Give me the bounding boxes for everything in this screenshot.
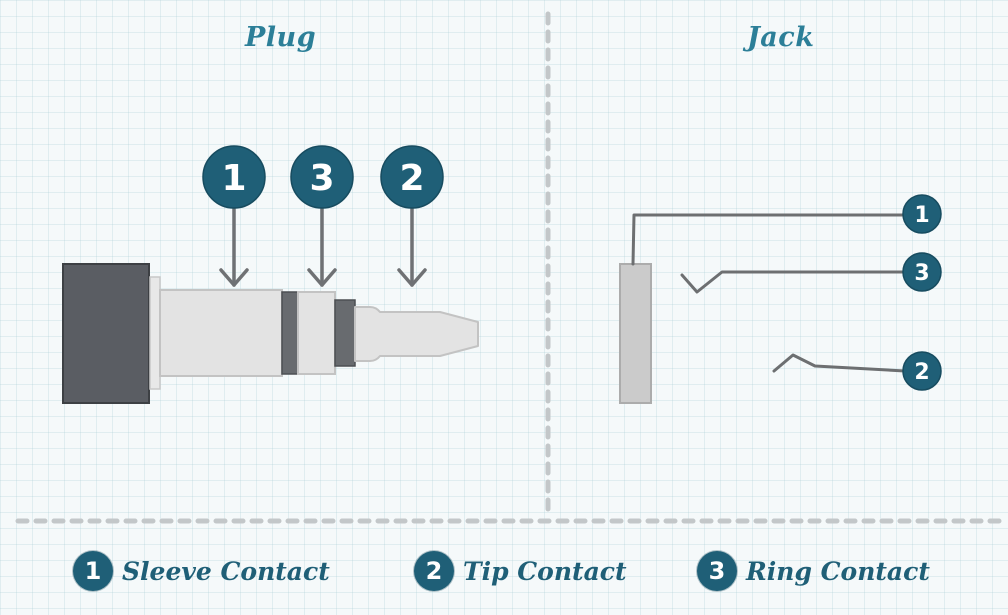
jack-wire-sleeve	[631, 213, 907, 266]
plug-callout-3-text: 3	[309, 158, 334, 199]
jack-illustration	[619, 213, 907, 404]
plug-cap	[62, 263, 150, 404]
jack-callout-3: 3	[902, 252, 942, 292]
jack-wire-ring	[680, 270, 907, 294]
plug-arrow-2	[397, 201, 427, 287]
plug-illustration	[62, 263, 479, 404]
plug-ring	[297, 291, 336, 375]
jack-callout-1-text: 1	[914, 203, 929, 228]
plug-arrow-3	[307, 201, 337, 287]
legend-badge-2: 2	[414, 551, 454, 591]
plug-insulator-2	[334, 299, 356, 367]
plug-callout-3: 3	[290, 145, 354, 209]
plug-callout-1: 1	[202, 145, 266, 209]
legend-badge-1: 1	[73, 551, 113, 591]
legend-label-tip: Tip Contact	[463, 556, 627, 586]
legend-label-sleeve: Sleeve Contact	[122, 556, 330, 586]
legend-item-ring: 3 Ring Contact	[697, 549, 930, 593]
jack-title: Jack	[747, 22, 815, 53]
legend-label-ring: Ring Contact	[746, 556, 930, 586]
jack-callout-2: 2	[902, 351, 942, 391]
jack-sleeve-body	[619, 263, 652, 404]
plug-sleeve	[159, 289, 283, 377]
plug-tip	[354, 306, 479, 362]
plug-collar	[149, 276, 161, 390]
jack-callout-1: 1	[902, 194, 942, 234]
plug-insulator-1	[281, 291, 299, 375]
plug-callout-1-text: 1	[221, 158, 246, 199]
plug-callout-2: 2	[380, 145, 444, 209]
legend-item-sleeve: 1 Sleeve Contact	[73, 549, 330, 593]
legend-item-tip: 2 Tip Contact	[414, 549, 627, 593]
plug-callout-2-text: 2	[399, 158, 424, 199]
plug-title: Plug	[245, 22, 317, 53]
jack-callout-2-text: 2	[914, 360, 929, 385]
jack-callout-3-text: 3	[914, 261, 929, 286]
legend-badge-3: 3	[697, 551, 737, 591]
jack-wire-tip	[772, 353, 907, 373]
plug-arrow-1	[219, 201, 249, 287]
